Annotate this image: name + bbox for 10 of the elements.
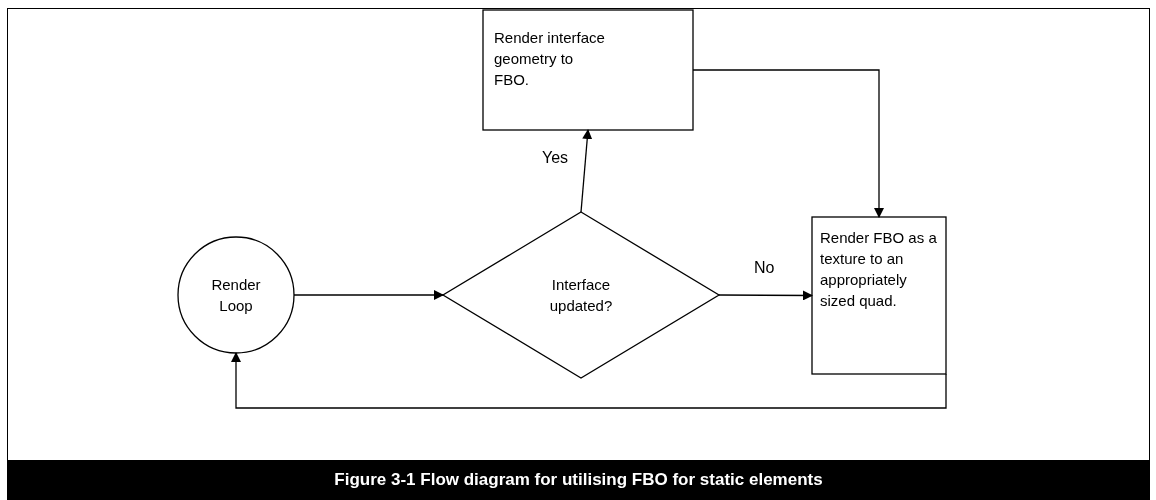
arrow	[692, 69, 884, 218]
arrow	[293, 290, 444, 300]
arrow	[231, 352, 947, 409]
node-text: Interface updated?	[548, 275, 614, 316]
caption-bar: Figure 3-1 Flow diagram for utilising FBO for static elements	[7, 460, 1150, 500]
node-text: Render Loop	[210, 275, 262, 316]
node-text: Render FBO as a texture to an appropriately sized quad.	[820, 228, 938, 311]
node-text: Render interface geometry to FBO.	[494, 28, 606, 90]
arrow	[718, 290, 813, 301]
arrow	[580, 129, 593, 213]
